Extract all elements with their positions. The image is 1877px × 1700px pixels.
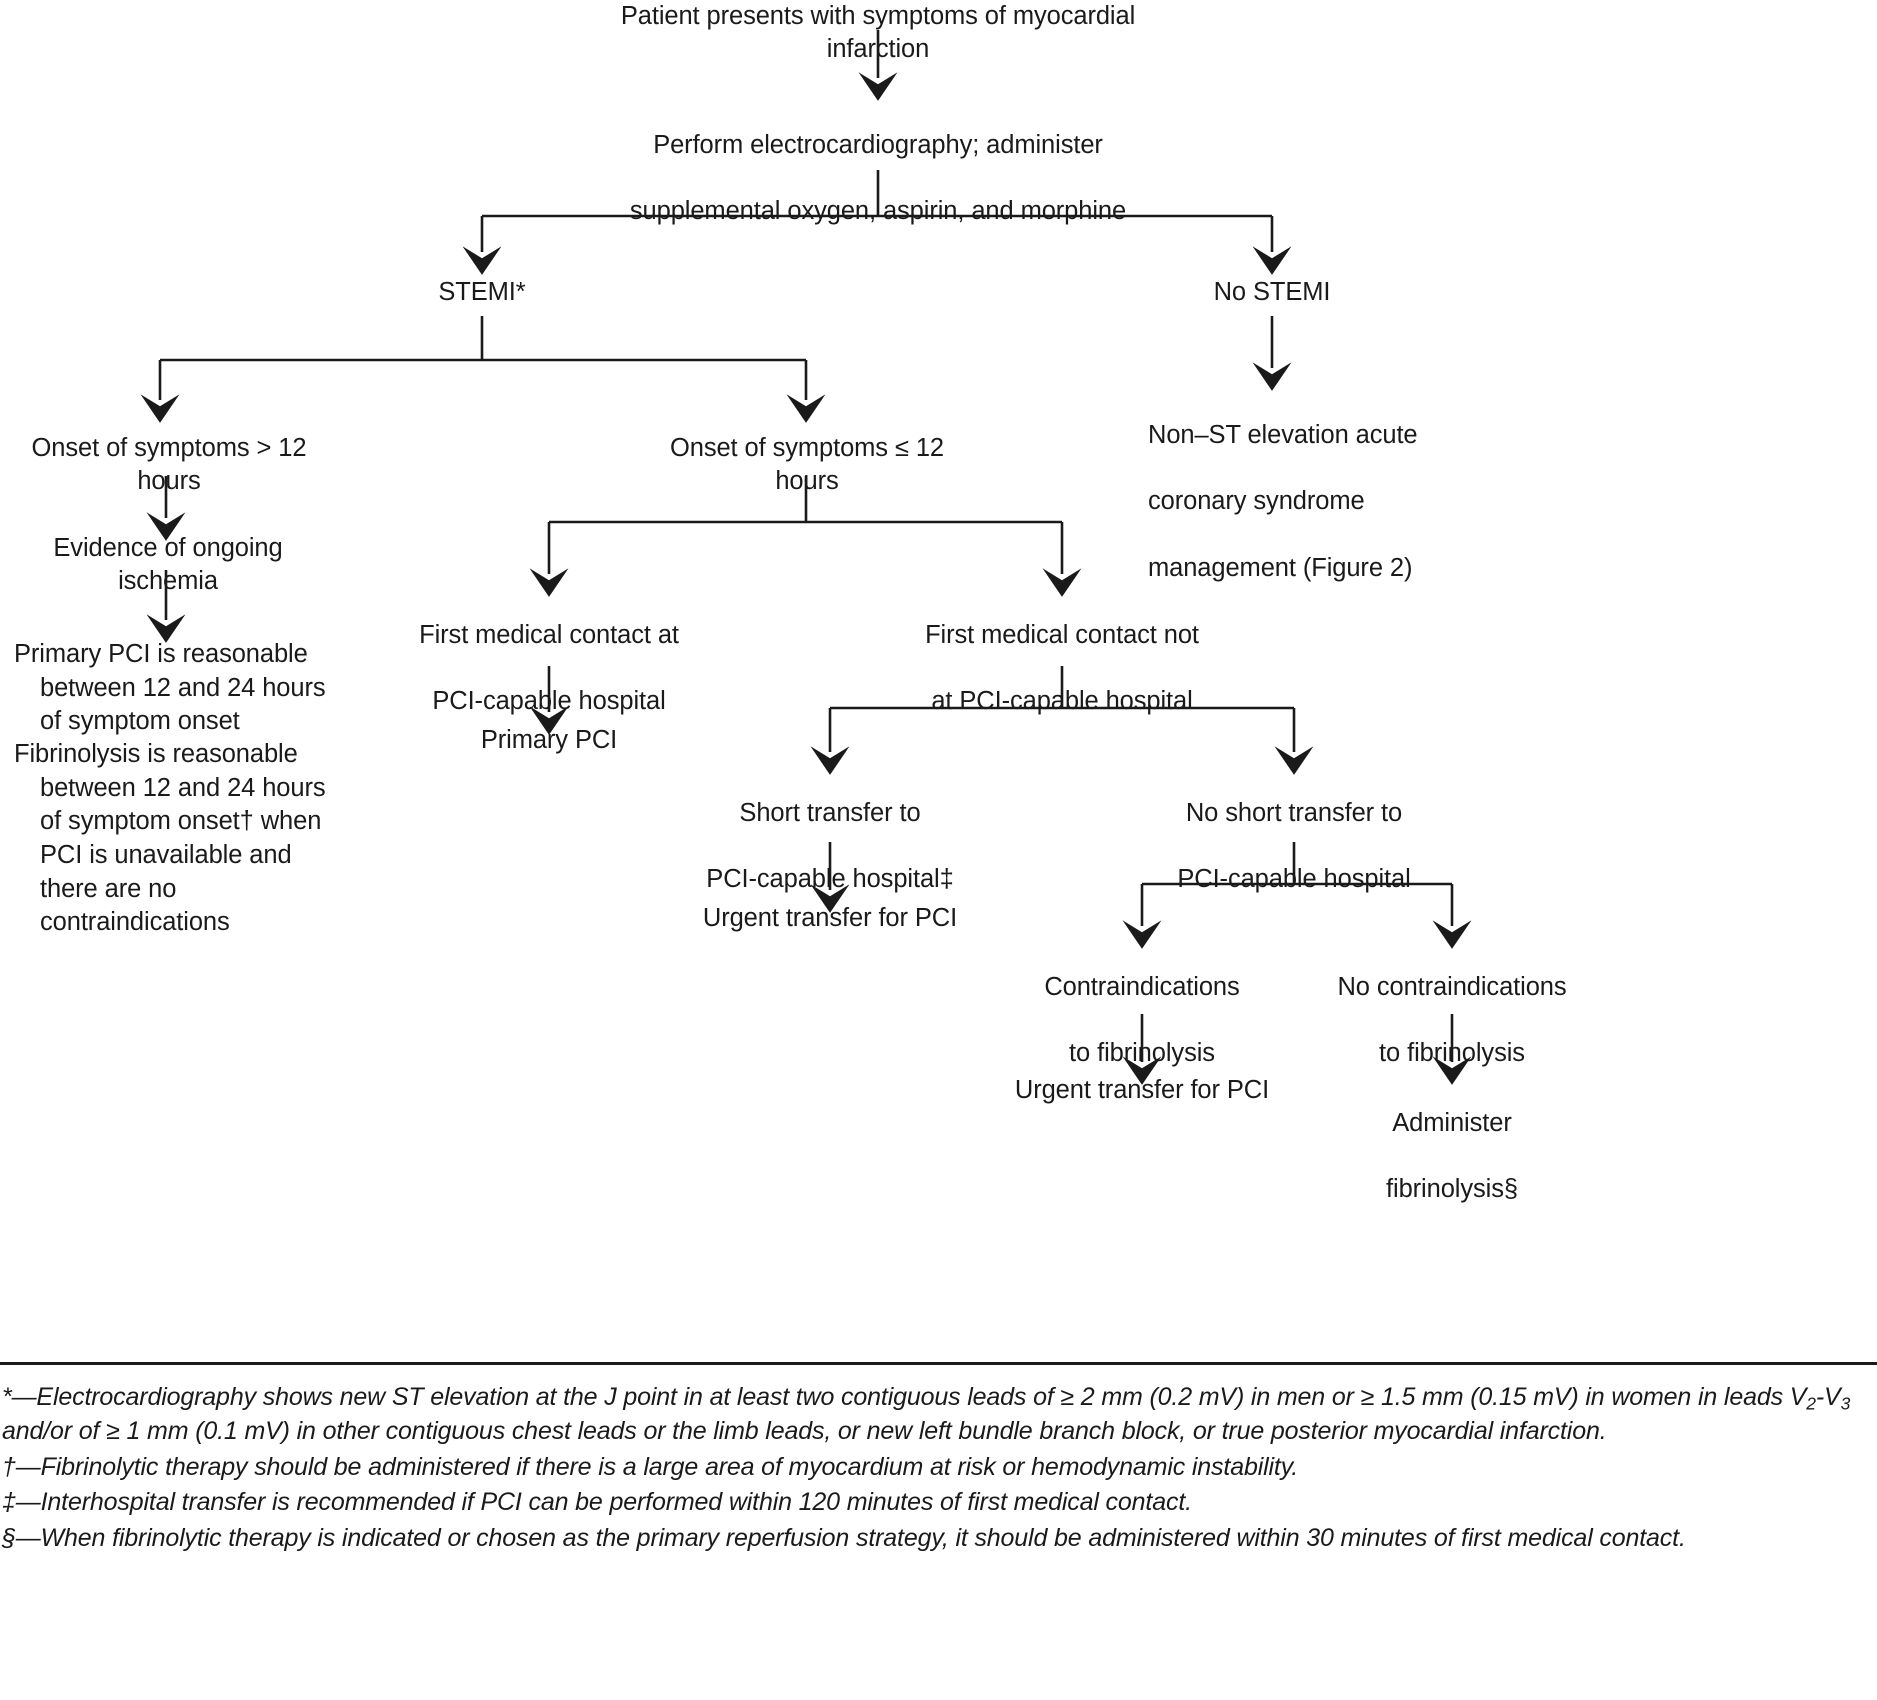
node-contra-line1: Contraindications: [1044, 973, 1240, 1002]
footnote-double-dagger: ‡—Interhospital transfer is recommended …: [2, 1488, 1192, 1517]
node-fmc-at-line2: PCI-capable hospital: [432, 687, 666, 716]
node-fmc-not-line1: First medical contact not: [925, 621, 1199, 650]
node-no-short-transfer: No short transfer to PCI-capable hospita…: [1154, 764, 1434, 897]
footnote-asterisk-mid: -V: [1815, 1383, 1841, 1411]
node-perform-ecg: Perform electrocardiography; administer …: [578, 96, 1178, 229]
node-nste-management: Non–ST elevation acute coronary syndrome…: [1148, 386, 1478, 585]
footnote-asterisk-sub2: 3: [1840, 1393, 1851, 1414]
node-fmc-not-line2: at PCI-capable hospital: [931, 687, 1193, 716]
node-administer-fibrinolysis: Administer fibrinolysis§: [1332, 1074, 1572, 1207]
node-short-transfer-line2: PCI-capable hospital‡: [706, 865, 954, 894]
node-short-transfer: Short transfer to PCI-capable hospital‡: [690, 764, 970, 897]
footnote-divider: [0, 1362, 1877, 1365]
node-no-short-transfer-line1: No short transfer to: [1185, 799, 1403, 828]
node-nste-line1: Non–ST elevation acute: [1148, 421, 1418, 450]
node-primary-pci: Primary PCI: [480, 726, 618, 754]
node-nste-line2: coronary syndrome: [1148, 487, 1365, 516]
node-fibrinolysis-reasonable: Fibrinolysis is reasonable between 12 an…: [14, 740, 326, 937]
node-onset-gt-12: Onset of symptoms > 12 hours: [31, 434, 307, 496]
node-no-contra-line1: No contraindications: [1337, 973, 1567, 1002]
node-contraindications: Contraindications to fibrinolysis: [1012, 938, 1272, 1071]
node-urgent-transfer-1: Urgent transfer for PCI: [702, 904, 958, 932]
node-root: Patient presents with symptoms of myocar…: [620, 2, 1136, 64]
node-no-contra-line2: to fibrinolysis: [1379, 1039, 1525, 1068]
node-no-contraindications: No contraindications to fibrinolysis: [1312, 938, 1592, 1071]
footnote-asterisk-prefix: *—Electrocardiography shows new ST eleva…: [2, 1383, 1807, 1411]
node-ongoing-ischemia: Evidence of ongoing ischemia: [53, 534, 283, 596]
node-administer-line2: fibrinolysis§: [1386, 1175, 1518, 1204]
node-fmc-not-at-pci-hospital: First medical contact not at PCI-capable…: [902, 586, 1222, 719]
node-perform-ecg-line2: supplemental oxygen, aspirin, and morphi…: [629, 197, 1127, 226]
node-fmc-at-line1: First medical contact at: [419, 621, 679, 650]
node-no-stemi: No STEMI: [1213, 278, 1331, 306]
node-nste-line3: management (Figure 2): [1148, 553, 1413, 582]
node-contra-line2: to fibrinolysis: [1069, 1039, 1215, 1068]
node-urgent-transfer-2: Urgent transfer for PCI: [1014, 1076, 1270, 1104]
footnote-asterisk: *—Electrocardiography shows new ST eleva…: [0, 1381, 1877, 1448]
node-onset-le-12: Onset of symptoms ≤ 12 hours: [670, 434, 944, 496]
footnote-section: §—When fibrinolytic therapy is indicated…: [2, 1523, 1686, 1552]
node-fmc-at-pci-hospital: First medical contact at PCI-capable hos…: [399, 586, 699, 719]
footnote-dagger: †—Fibrinolytic therapy should be adminis…: [2, 1452, 1299, 1481]
footnote-asterisk-suffix: and/or of ≥ 1 mm (0.1 mV) in other conti…: [2, 1417, 1607, 1446]
footnotes-block: *—Electrocardiography shows new ST eleva…: [0, 1362, 1877, 1557]
node-short-transfer-line1: Short transfer to: [739, 799, 921, 828]
footnote-asterisk-sub1: 2: [1806, 1393, 1816, 1414]
node-no-short-transfer-line2: PCI-capable hospital: [1177, 865, 1411, 894]
node-perform-ecg-line1: Perform electrocardiography; administer: [653, 131, 1103, 160]
node-primary-pci-reasonable: Primary PCI is reasonable between 12 and…: [14, 640, 326, 736]
node-administer-line1: Administer: [1392, 1109, 1512, 1138]
node-stemi: STEMI*: [438, 278, 526, 306]
